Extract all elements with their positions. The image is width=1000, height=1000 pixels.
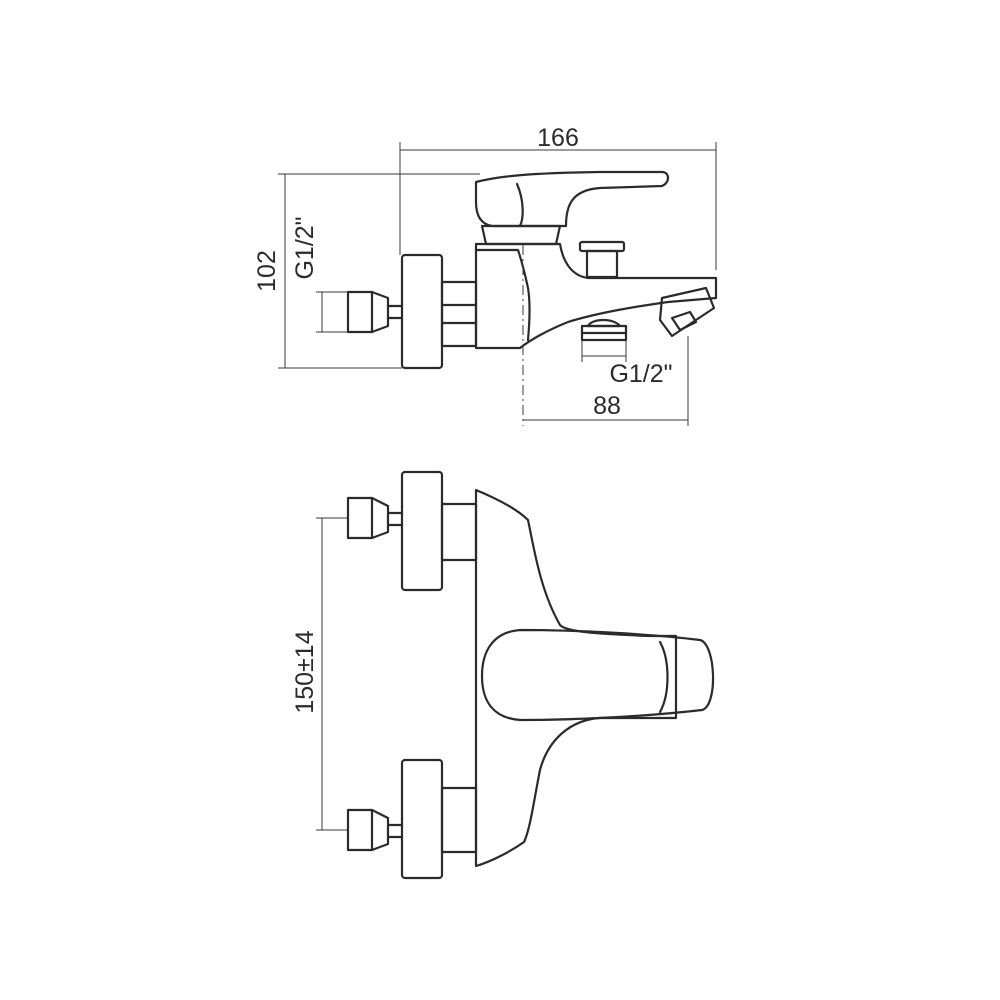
body-nut xyxy=(440,280,478,348)
shower-outlet xyxy=(580,318,628,342)
dimension-166: 166 xyxy=(399,124,717,270)
center-distance-label: 150±14 xyxy=(291,630,319,713)
outlet-offset-label: 88 xyxy=(593,392,621,420)
dimension-88: 88 xyxy=(523,336,689,426)
lever-front-detail xyxy=(658,640,669,714)
outlet-thread-label: G1/2" xyxy=(609,360,672,388)
inlet-connector xyxy=(346,290,404,334)
front-view: 150±14 xyxy=(291,470,715,880)
dimension-inlet-thread: G1/2" xyxy=(291,216,348,333)
dim-width-label: 166 xyxy=(537,124,579,152)
dim-height-label: 102 xyxy=(253,250,281,292)
spout-aerator xyxy=(670,310,698,332)
lower-inlet-connector xyxy=(346,758,478,880)
body-contour xyxy=(474,248,531,342)
lever-detail xyxy=(515,182,524,228)
side-view: 166 102 G1/2" xyxy=(253,124,718,426)
lever-handle-front xyxy=(480,628,715,722)
diverter-knob xyxy=(578,240,626,279)
inlet-thread-label: G1/2" xyxy=(291,216,319,279)
dimension-102: 102 xyxy=(253,173,480,369)
dimension-outlet-thread: G1/2" xyxy=(581,340,673,388)
upper-inlet-connector xyxy=(346,470,478,592)
mixer-body xyxy=(474,242,718,350)
dimension-150: 150±14 xyxy=(291,517,348,831)
spout-tip xyxy=(658,286,716,338)
cartridge-collar xyxy=(480,224,562,246)
lever-handle xyxy=(474,170,670,228)
mixer-body-front xyxy=(474,488,678,868)
wall-flange xyxy=(400,253,444,370)
